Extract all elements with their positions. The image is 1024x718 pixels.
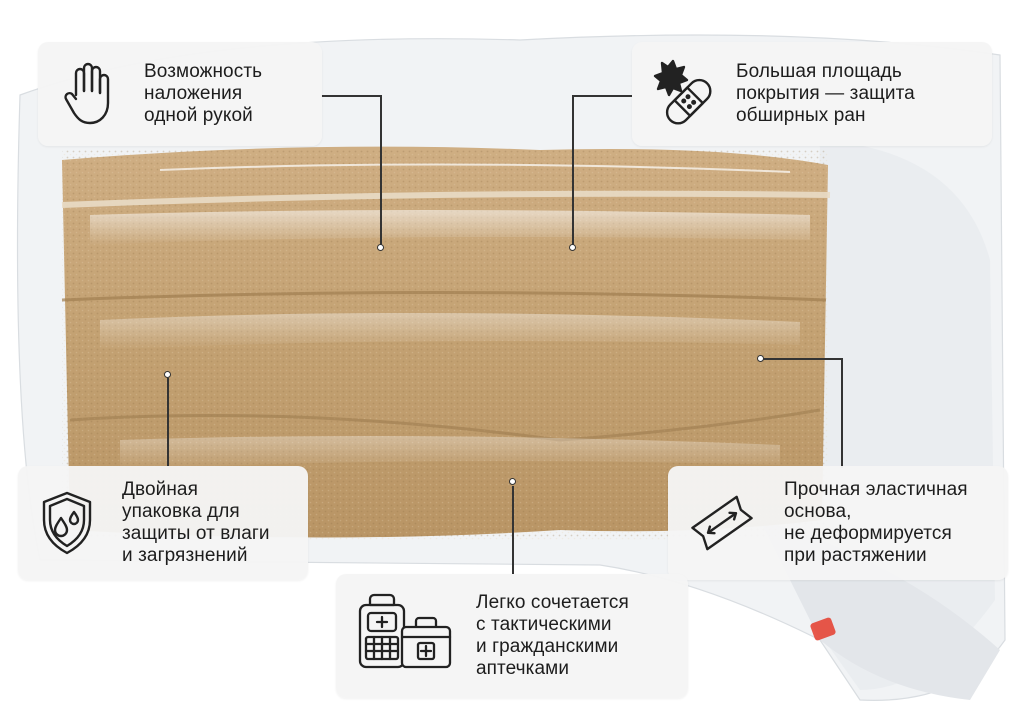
feature-text-elastic: Прочная эластичная основа, не деформируе…: [784, 479, 968, 566]
connector-one-hand-h: [321, 95, 381, 97]
connector-coverage-v: [572, 95, 574, 245]
hand-icon: [58, 59, 120, 129]
connector-one-hand-v: [380, 95, 382, 245]
feature-card-elastic: Прочная эластичная основа, не деформируе…: [668, 466, 1008, 580]
first-aid-kit-icon: [354, 588, 454, 684]
stretch-bandage-icon: [686, 487, 758, 559]
feature-text-coverage: Большая площадь покрытия — защита обширн…: [736, 61, 915, 126]
feature-card-coverage: Большая площадь покрытия — защита обширн…: [632, 42, 992, 146]
marker-packaging: [164, 371, 171, 378]
connector-elastic-h: [762, 358, 842, 360]
connector-packaging-v: [167, 378, 169, 466]
marker-kits: [509, 478, 516, 485]
feature-text-one-hand: Возможность наложения одной рукой: [144, 61, 263, 126]
connector-kits-v: [512, 486, 514, 574]
connector-elastic-v: [841, 358, 843, 468]
bandage-icon: [652, 57, 718, 131]
marker-elastic: [757, 355, 764, 362]
feature-card-packaging: Двойная упаковка для защиты от влаги и з…: [18, 466, 308, 580]
feature-card-kits: Легко сочетается с тактическими и гражда…: [336, 574, 688, 698]
connector-coverage-h: [572, 95, 632, 97]
marker-one-hand: [377, 244, 384, 251]
feature-text-kits: Легко сочетается с тактическими и гражда…: [476, 592, 629, 679]
feature-card-one-hand: Возможность наложения одной рукой: [38, 42, 322, 146]
marker-coverage: [569, 244, 576, 251]
shield-drops-icon: [38, 487, 96, 559]
feature-text-packaging: Двойная упаковка для защиты от влаги и з…: [122, 479, 270, 566]
